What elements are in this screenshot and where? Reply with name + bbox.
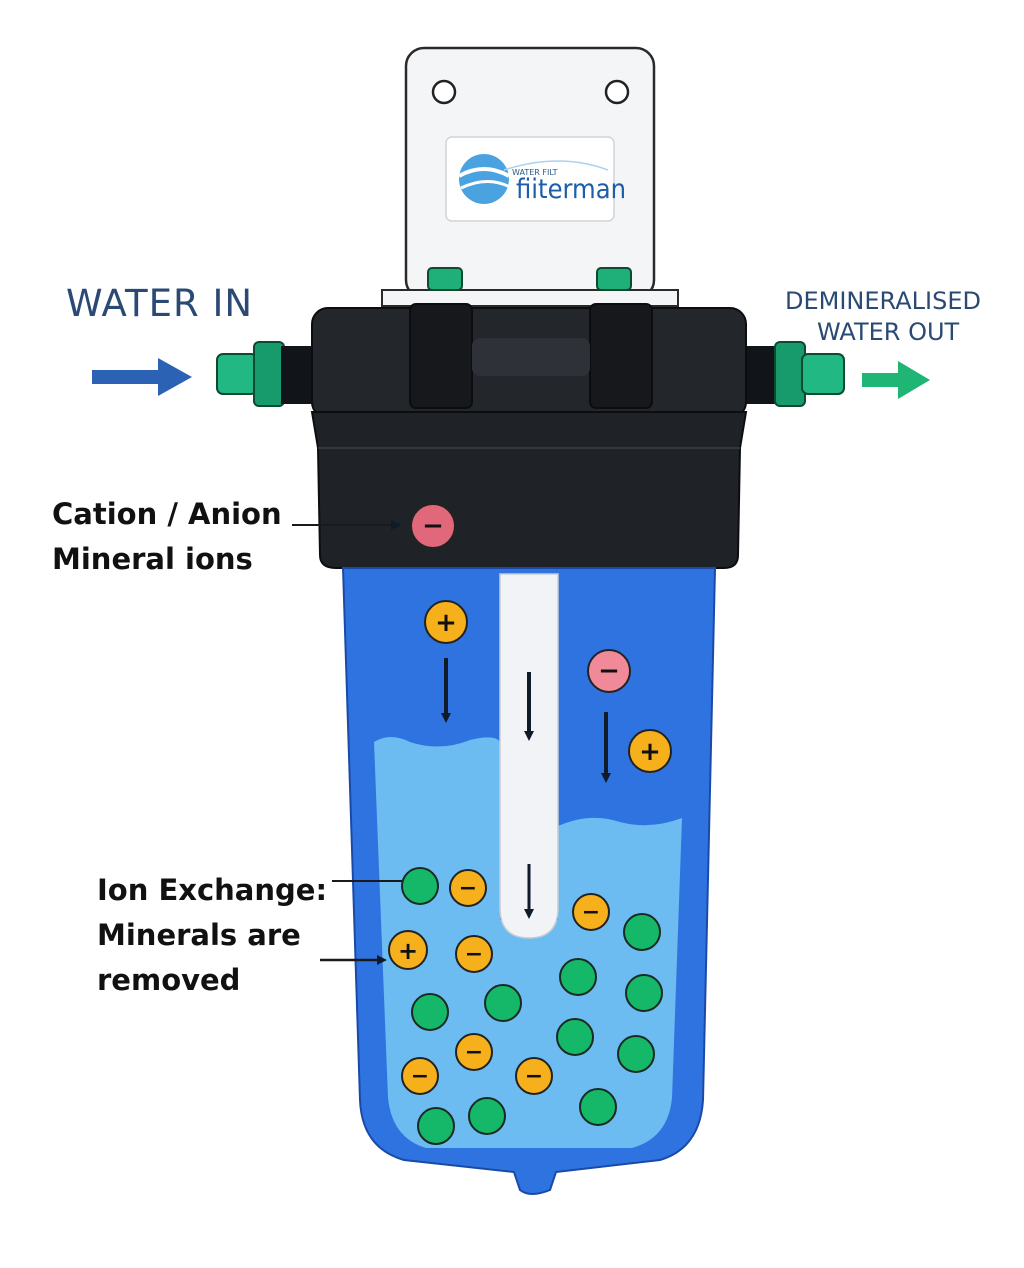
ion-exchange-label-line3: removed bbox=[97, 963, 241, 997]
ion-minus-8: − bbox=[515, 1057, 553, 1095]
svg-text:−: − bbox=[525, 1064, 543, 1089]
svg-text:+: + bbox=[398, 937, 418, 965]
resin-beads bbox=[401, 867, 663, 1145]
svg-text:−: − bbox=[598, 656, 620, 686]
ion-exchange-label-line2: Minerals are bbox=[97, 918, 301, 952]
brand-logo-icon bbox=[458, 154, 609, 204]
svg-text:−: − bbox=[411, 1064, 429, 1089]
svg-text:−: − bbox=[465, 1040, 483, 1065]
bracket-screw-left bbox=[427, 267, 463, 291]
ion-plus-3: + bbox=[388, 930, 428, 970]
filter-cap bbox=[310, 411, 748, 569]
ion-minus-2: − bbox=[587, 649, 631, 693]
inlet-fitting bbox=[216, 341, 315, 407]
svg-text:−: − bbox=[465, 942, 483, 967]
ion-minus-6: − bbox=[455, 1033, 493, 1071]
resin-bead bbox=[623, 913, 661, 951]
svg-text:−: − bbox=[459, 876, 477, 901]
water-in-label: WATER IN bbox=[66, 282, 254, 325]
resin-bead bbox=[617, 1035, 655, 1073]
mount-hole-right bbox=[604, 79, 630, 105]
water-out-label-line2: WATER OUT bbox=[817, 318, 960, 346]
bracket-screw-right bbox=[596, 267, 632, 291]
ion-plus-2: + bbox=[628, 729, 672, 773]
resin-bead bbox=[468, 1097, 506, 1135]
resin-bead bbox=[559, 958, 597, 996]
ion-minus-cap: − bbox=[410, 503, 456, 549]
ion-minus-7: − bbox=[401, 1057, 439, 1095]
cation-anion-label-line1: Cation / Anion bbox=[52, 497, 282, 531]
water-out-label-line1: DEMINERALISED bbox=[785, 287, 981, 315]
resin-bead bbox=[417, 1107, 455, 1145]
ion-minus-3: − bbox=[449, 869, 487, 907]
resin-bead bbox=[411, 993, 449, 1031]
resin-bead bbox=[579, 1088, 617, 1126]
outlet-fitting bbox=[744, 341, 845, 407]
outlet-arrow bbox=[862, 361, 930, 399]
resin-bead bbox=[556, 1018, 594, 1056]
mount-hole-left bbox=[431, 79, 457, 105]
resin-bead bbox=[484, 984, 522, 1022]
svg-text:−: − bbox=[422, 511, 444, 541]
svg-text:+: + bbox=[639, 737, 661, 767]
brand-name: fiiterman bbox=[516, 174, 626, 205]
cation-anion-label-line2: Mineral ions bbox=[52, 542, 253, 576]
inlet-arrow bbox=[92, 358, 192, 396]
ion-minus-4: − bbox=[572, 893, 610, 931]
water-level bbox=[374, 737, 682, 1148]
central-tube bbox=[499, 573, 559, 939]
ion-minus-5: − bbox=[455, 935, 493, 973]
svg-text:−: − bbox=[582, 900, 600, 925]
resin-bead bbox=[401, 867, 439, 905]
filter-head bbox=[311, 303, 747, 419]
ion-plus-1: + bbox=[424, 600, 468, 644]
ion-exchange-label-line1: Ion Exchange: bbox=[97, 873, 328, 907]
brand-subtitle: WATER FILT bbox=[512, 168, 558, 177]
wall-bracket bbox=[381, 46, 679, 307]
svg-text:+: + bbox=[435, 608, 457, 638]
resin-bead bbox=[625, 974, 663, 1012]
